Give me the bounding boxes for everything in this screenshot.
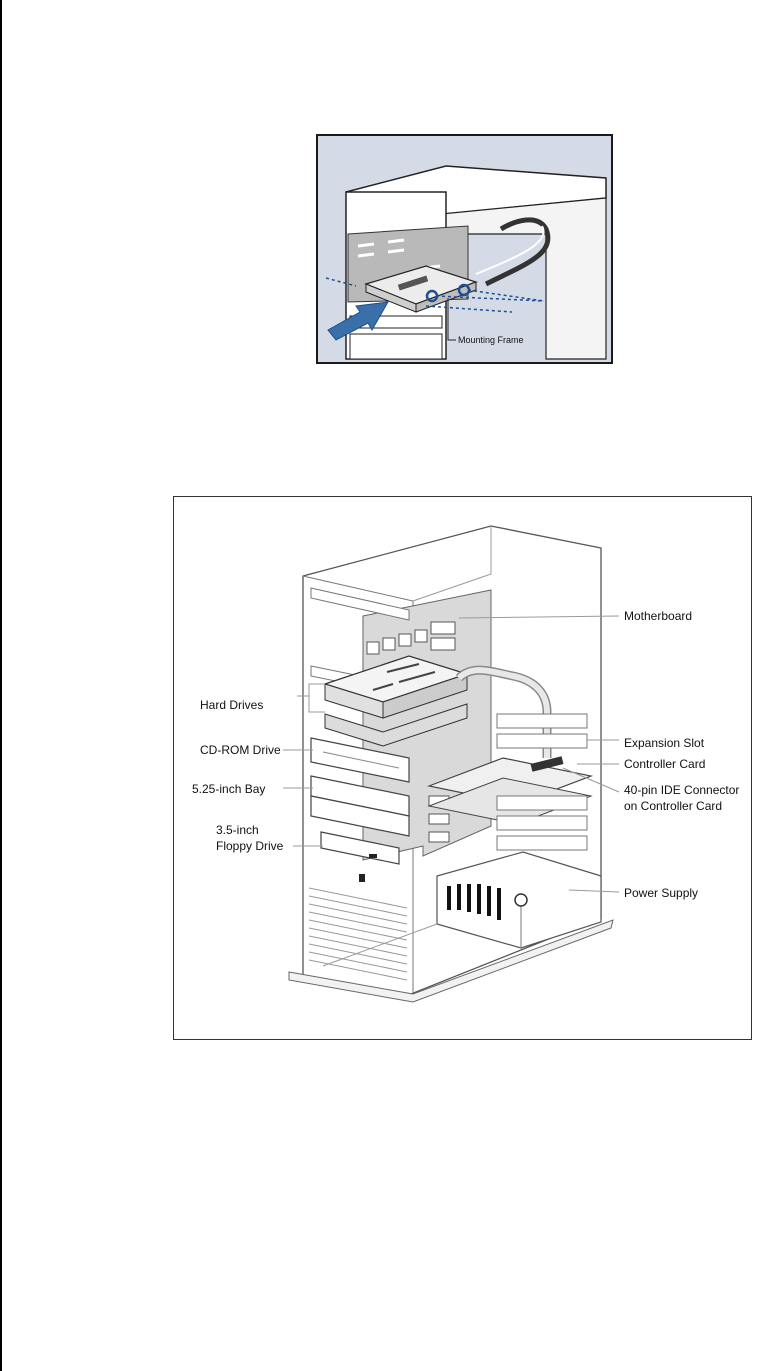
power-switch-icon: [515, 894, 527, 906]
mounting-frame-label: Mounting Frame: [458, 335, 524, 345]
ide-connector-label-line1: 40-pin IDE Connector: [624, 783, 739, 797]
expansion-slot-label: Expansion Slot: [624, 736, 705, 750]
controller-card-label: Controller Card: [624, 757, 705, 771]
power-supply-label: Power Supply: [624, 886, 698, 900]
ide-connector-label-line2: on Controller Card: [624, 799, 722, 813]
mounting-frame-figure: Mounting Frame: [316, 134, 613, 364]
page-margin-rule: [0, 0, 2, 1371]
mounting-frame-illustration: Mounting Frame: [316, 134, 613, 364]
hard-drives-label: Hard Drives: [200, 698, 263, 712]
floppy-label-line1: 3.5-inch: [216, 823, 259, 837]
cdrom-drive-label: CD-ROM Drive: [200, 743, 281, 757]
tower-internals-illustration: Motherboard Hard Drives CD-ROM Drive 5.2…: [173, 496, 752, 1040]
bay-525-label: 5.25-inch Bay: [192, 782, 265, 796]
drive-bay-lower: [350, 334, 442, 359]
floppy-label-line2: Floppy Drive: [216, 839, 284, 853]
tower-internals-figure: Motherboard Hard Drives CD-ROM Drive 5.2…: [173, 496, 752, 1040]
motherboard-label: Motherboard: [624, 609, 692, 623]
